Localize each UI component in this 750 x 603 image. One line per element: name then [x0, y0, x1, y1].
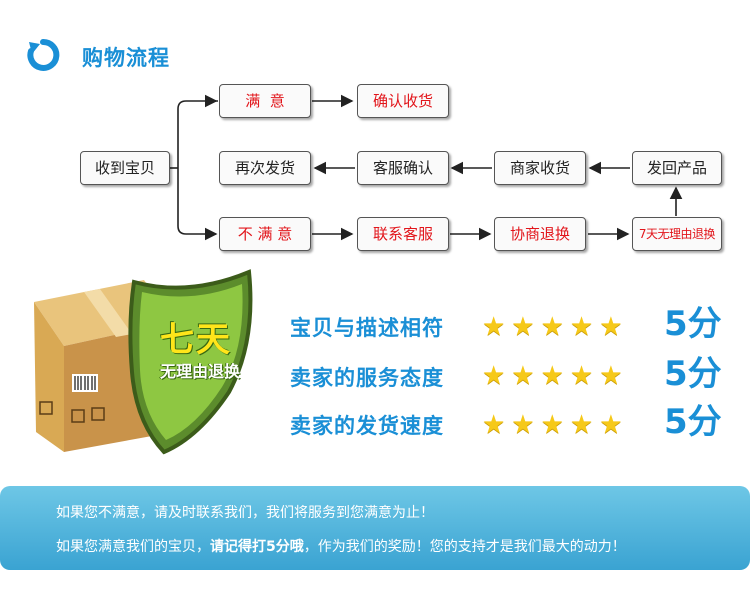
notice-line-2-end: ，作为我们的奖励！您的支持才是我们最大的动力！ [303, 539, 626, 555]
rating-label-service: 卖家的服务态度 [290, 366, 444, 390]
rating-label-description: 宝贝与描述相符 [290, 316, 444, 340]
page-title: 购物流程 [82, 46, 170, 70]
rating-stars-shipping: ★★★★★ [482, 410, 629, 440]
flow-confirm-receipt: 确认收货 [357, 84, 449, 118]
flow-negotiate-return: 协商退换 [494, 217, 586, 251]
rating-stars-service: ★★★★★ [482, 361, 629, 391]
shield-subtitle: 无理由退换 [160, 362, 241, 381]
rating-label-shipping: 卖家的发货速度 [290, 414, 444, 438]
rating-score-service: 5分 [664, 354, 722, 394]
notice-line-2-start: 如果您满意我们的宝贝， [56, 539, 210, 555]
flow-reship: 再次发货 [219, 151, 311, 185]
rating-stars-description: ★★★★★ [482, 312, 629, 342]
flow-satisfied: 满 意 [219, 84, 311, 118]
notice-line-1: 如果您不满意，请及时联系我们，我们将服务到您满意为止！ [56, 505, 434, 521]
notice-line-2: 如果您满意我们的宝贝，请记得打5分哦，作为我们的奖励！您的支持才是我们最大的动力… [56, 536, 626, 556]
flow-seven-day-return: 7天无理由退换 [632, 217, 722, 251]
package-shield-illustration [34, 269, 253, 455]
rating-score-description: 5分 [664, 304, 722, 344]
notice-line-2-emphasis: 请记得打5分哦 [210, 539, 304, 555]
flow-received: 收到宝贝 [80, 151, 170, 185]
shield-title: 七天 [160, 320, 232, 360]
flow-return-product: 发回产品 [632, 151, 722, 185]
notice-band [0, 486, 750, 570]
return-arrow-icon [27, 38, 60, 71]
flow-not-satisfied: 不 满 意 [219, 217, 311, 251]
flow-service-confirm: 客服确认 [357, 151, 449, 185]
flow-contact-service: 联系客服 [357, 217, 449, 251]
flow-merchant-receive: 商家收货 [494, 151, 586, 185]
rating-score-shipping: 5分 [664, 402, 722, 442]
